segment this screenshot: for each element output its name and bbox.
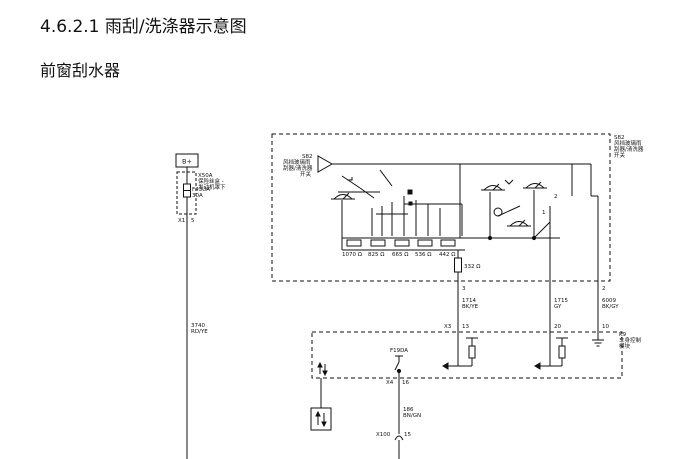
resistor-332-symbol	[454, 257, 462, 273]
resistor-442-label: 442 Ω	[439, 252, 455, 258]
section-title: 4.6.2.1 雨刮/洗涤器示意图	[40, 17, 247, 37]
bcm-pin13-arrow-icon	[442, 362, 449, 370]
s82-right-code: S82	[614, 135, 625, 141]
s82-left-line2: 刮器/清洗器	[283, 164, 313, 172]
fuse-f43ua-rating: 30A	[192, 193, 203, 199]
fuse-f43ua-id: F43UA	[192, 187, 210, 193]
ladder-junction-a	[487, 235, 493, 241]
connector-x1-id: X1	[178, 218, 185, 224]
fusebox-code: X50A	[198, 173, 213, 179]
wiper-symbol-mist-icon	[331, 192, 355, 200]
wire-3740-number: 3740	[191, 323, 205, 329]
wiper-mode-blade	[497, 205, 521, 217]
ground-icon	[592, 339, 604, 347]
wire-6009-color: BK/GY	[602, 304, 619, 310]
wire-186-number: 186	[403, 407, 414, 413]
mist-switch-link	[359, 187, 375, 199]
fusebox-name-line1: 保险丝盒 -	[198, 177, 224, 185]
mist-switch-contact	[379, 169, 393, 187]
bcm-pin20-arrow-icon	[534, 362, 541, 370]
switch-pin1-label: 1	[542, 210, 546, 216]
fuse-f19da-id: F19DA	[390, 348, 408, 354]
switch-pin3-label: 3	[462, 286, 466, 292]
switch-control-triangle	[317, 155, 334, 173]
serial-data-arrows-icon	[317, 361, 328, 377]
serial-data-device-arrows-icon	[315, 410, 327, 428]
switch-pin2-top-label: 2	[554, 194, 558, 200]
battery-label: B+	[182, 158, 192, 166]
intermittent-selector	[371, 189, 463, 236]
wiper-interval-mark-icon	[504, 179, 514, 185]
wire-1714-number: 1714	[462, 298, 476, 304]
resistor-332-label: 332 Ω	[464, 264, 480, 270]
bcm-outline	[311, 331, 623, 379]
connector-x100-pin: 15	[404, 432, 411, 438]
fusebox-name-line2: 发动机罩下	[198, 183, 226, 191]
wiper-symbol-low-icon	[507, 219, 531, 227]
switch-s82-outline	[271, 133, 611, 282]
connector-x4-id: X4	[386, 380, 394, 386]
switch-pin2-label: 2	[602, 286, 606, 292]
resistor-536-label: 536 Ω	[415, 252, 431, 258]
wiper-symbol-wash-icon	[481, 183, 505, 191]
switch-pin1-link	[533, 221, 551, 239]
section-subtitle: 前窗刮水器	[40, 61, 121, 80]
serial-data-device	[310, 407, 332, 431]
mist-switch-blade	[341, 175, 361, 189]
bcm-pin10-label: 10	[602, 324, 609, 330]
bcm-pin13-resistor	[468, 345, 476, 359]
bcm-name-line1: 车身控制	[619, 336, 642, 344]
bcm-connector-id: X3	[444, 324, 452, 330]
bcm-pin13-label: 13	[462, 324, 469, 330]
fuse-f19da-symbol	[394, 355, 403, 374]
resistor-ladder	[346, 239, 456, 247]
resistor-665-label: 665 Ω	[392, 252, 408, 258]
wire-3740-color: RD/YE	[191, 329, 208, 335]
resistor-1070-label: 1070 Ω	[342, 252, 362, 258]
s82-right-line1: 风挡玻璃雨	[614, 139, 642, 147]
bcm-code: K9	[619, 332, 627, 338]
wire-6009-number: 6009	[602, 298, 616, 304]
s82-left-code: S82	[302, 154, 313, 160]
wire-1714-color: BK/YE	[462, 304, 479, 310]
wire-1715-number: 1715	[554, 298, 568, 304]
wire-1715-color: GY	[554, 304, 562, 310]
mist-switch-detent	[348, 177, 353, 181]
connector-x100-symbol	[394, 435, 404, 441]
connector-x4-pin: 16	[402, 380, 409, 386]
bcm-name-line2: 模块	[619, 342, 631, 350]
fusebox-outline	[176, 171, 197, 215]
connector-x1-pin: 5	[191, 218, 195, 224]
s82-left-line3: 开关	[300, 170, 312, 178]
bcm-pin20-resistor	[558, 345, 566, 359]
bcm-pin20-label: 20	[554, 324, 561, 330]
wire-186-color: BN/GN	[403, 413, 421, 419]
resistor-825-label: 825 Ω	[368, 252, 384, 258]
s82-right-line2: 刮器/清洗器	[614, 145, 644, 153]
wiper-symbol-spray-icon	[523, 181, 547, 189]
s82-left-line1: 风挡玻璃雨	[283, 158, 311, 166]
connector-x100-id: X100	[376, 432, 391, 438]
s82-right-line3: 开关	[614, 151, 626, 159]
